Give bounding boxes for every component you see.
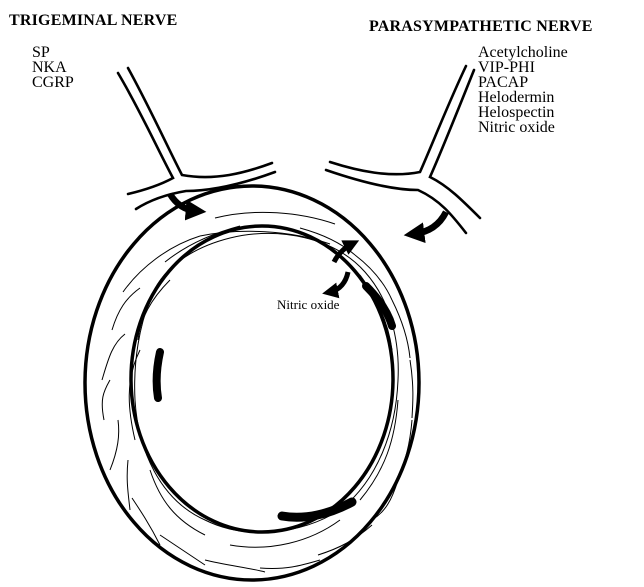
smooth-muscle-cells	[102, 212, 413, 572]
parasympathetic-arrow	[414, 212, 446, 234]
parasympathetic-nerve-fiber-outline-c	[326, 170, 466, 233]
parasympathetic-nerve-fiber-outline-a	[330, 66, 466, 174]
nitric-oxide-label: Nitric oxide	[277, 297, 339, 313]
vessel-inner-wall	[131, 226, 393, 532]
trigeminal-nerve-fiber-outline-b	[128, 68, 272, 177]
endothelial-nucleus	[282, 502, 352, 517]
trigeminal-nerve-fiber-outline-a	[118, 73, 173, 194]
endothelial-nucleus	[157, 352, 160, 398]
nitric-oxide-arrow-in	[330, 272, 348, 292]
